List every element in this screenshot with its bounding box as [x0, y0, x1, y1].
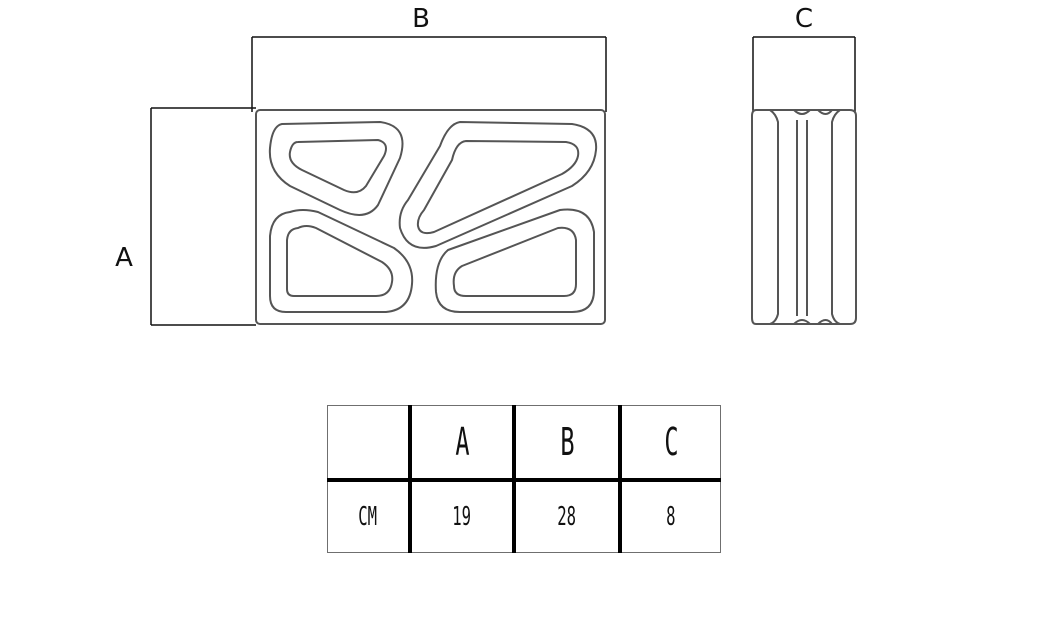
side-groove-1	[769, 109, 779, 325]
dimension-b	[251, 36, 607, 112]
dimensions-table: A B C CM 19 28 8	[327, 405, 721, 553]
table-value-cell-b: 28	[512, 480, 620, 553]
side-groove-3	[793, 319, 811, 325]
dimension-c-label: C	[795, 4, 813, 34]
table-value-cell-c: 8	[618, 480, 721, 553]
opening-bottom-left-outer	[269, 209, 414, 313]
opening-top-right-outer	[398, 121, 598, 249]
opening-bottom-right-outer	[434, 208, 595, 313]
table-header-text: C	[663, 420, 679, 464]
table-unit-cell: CM	[328, 480, 411, 553]
dimension-c	[752, 36, 856, 112]
table-unit-text: CM	[358, 502, 378, 532]
side-groove-6	[817, 319, 833, 325]
side-groove-5	[817, 109, 833, 115]
table-header-text: B	[559, 420, 575, 464]
table-value-text: 8	[666, 502, 676, 532]
dimension-a-label: A	[115, 243, 133, 273]
table-header-cell-c: C	[618, 405, 721, 482]
table-header-cell-b: B	[512, 405, 620, 482]
table-row: CM 19 28 8	[328, 480, 721, 553]
opening-top-left-inner	[288, 139, 387, 194]
opening-bottom-left-inner	[286, 225, 394, 297]
table-header-cell-empty	[327, 405, 410, 482]
table-header-row: A B C	[327, 405, 721, 482]
opening-top-right-inner	[416, 140, 580, 235]
opening-top-left-outer	[268, 121, 404, 216]
block-front-view	[255, 109, 606, 325]
side-groove-4	[831, 109, 841, 325]
dimension-b-label: B	[412, 4, 430, 34]
table-header-text: A	[454, 420, 470, 464]
block-outline	[255, 109, 606, 325]
table-value-cell-a: 19	[408, 480, 514, 553]
table-value-text: 28	[557, 502, 577, 532]
side-outline	[751, 109, 857, 325]
opening-bottom-right-inner	[452, 226, 577, 297]
dimension-a	[150, 107, 256, 326]
table-header-cell-a: A	[408, 405, 514, 482]
table-value-text: 19	[452, 502, 472, 532]
side-groove-2	[793, 109, 811, 115]
block-side-view	[751, 109, 857, 325]
